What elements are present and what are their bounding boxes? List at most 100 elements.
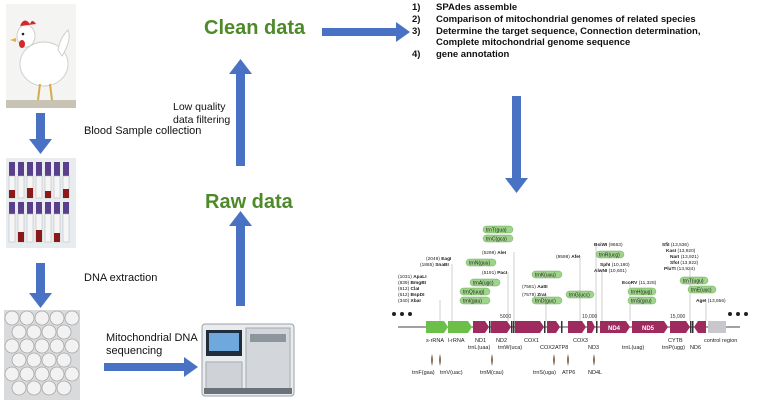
blood-tubes-photo bbox=[6, 158, 76, 248]
svg-text:(9598) AfeI: (9598) AfeI bbox=[556, 254, 581, 260]
site-pos: (5298) bbox=[482, 250, 496, 256]
gene-cox2 bbox=[547, 321, 560, 333]
step-item: 3) Determine the target sequence, Connec… bbox=[412, 26, 742, 48]
svg-text:AlwNI (10,601): AlwNI (10,601) bbox=[594, 268, 627, 274]
gene-cox1 bbox=[515, 321, 544, 333]
dna-extraction-label: DNA extraction bbox=[84, 272, 158, 284]
gene-nd3 bbox=[587, 321, 595, 333]
trna-pill: trnN(guu) bbox=[469, 261, 490, 267]
svg-text:KasI (13,920): KasI (13,920) bbox=[666, 248, 696, 254]
svg-text:(612) BspDI: (612) BspDI bbox=[398, 292, 425, 298]
gene-label: trnL(uaa) bbox=[468, 345, 490, 351]
trna-pill: trnI(gau) bbox=[463, 299, 482, 305]
svg-text:SfoI (13,922): SfoI (13,922) bbox=[670, 260, 699, 266]
gene-label: s-rRNA bbox=[426, 338, 444, 344]
gene-label: ND6 bbox=[690, 345, 701, 351]
gene-control-region bbox=[708, 321, 726, 333]
svg-text:SfiI (13,536): SfiI (13,536) bbox=[662, 242, 689, 248]
step-number: 1) bbox=[412, 2, 421, 13]
site-pos: (13,920) bbox=[677, 248, 695, 254]
clean-data-title: Clean data bbox=[204, 17, 306, 39]
site-pos: (7579) bbox=[522, 292, 536, 298]
site-pos: (9663) bbox=[609, 242, 623, 248]
step-item: 1) SPAdes assemble bbox=[412, 2, 742, 13]
site-pos: (13,922) bbox=[680, 260, 698, 266]
site-name: AatII bbox=[537, 284, 548, 290]
gene-nd1 bbox=[473, 321, 489, 333]
trna-pill: trnR(ucg) bbox=[599, 253, 620, 259]
step-text: gene annotation bbox=[436, 49, 510, 60]
gene-label: ATP8 bbox=[555, 345, 568, 351]
step-text: SPAdes assemble bbox=[436, 2, 518, 13]
scale-tick: 10,000 bbox=[582, 314, 598, 320]
gene-label: ND3 bbox=[588, 345, 599, 351]
step-text: Determine the target sequence, Connectio… bbox=[436, 26, 701, 48]
trna-pill: trnA(ugc) bbox=[473, 281, 494, 287]
site-name: AlwNI bbox=[594, 268, 608, 274]
tubes-rack-photo bbox=[4, 310, 80, 400]
gene-l-rrna bbox=[448, 321, 472, 333]
gene-s-rrna bbox=[426, 321, 448, 333]
gene-label: trnW(uca) bbox=[498, 345, 522, 351]
svg-text:EcoRV (11,328): EcoRV (11,328) bbox=[622, 280, 657, 286]
site-name: ApaLI bbox=[413, 274, 427, 280]
arrow-tubes-to-rack bbox=[29, 263, 52, 308]
site-pos: (612) bbox=[398, 292, 410, 298]
trna-pill: trnH(gug) bbox=[631, 290, 652, 296]
trna-bottom-label: ND4L bbox=[588, 370, 602, 376]
site-pos: (1031) bbox=[398, 274, 412, 280]
mito-seq-line1: Mitochondrial DNA bbox=[106, 332, 198, 344]
arrow-raw-to-clean bbox=[229, 59, 252, 166]
svg-text:(1885) SnaBI: (1885) SnaBI bbox=[420, 262, 449, 268]
site-name: AfeI bbox=[571, 254, 581, 260]
trna-bottom-label: trnV(uac) bbox=[440, 370, 463, 376]
svg-text:AgeI (13,656): AgeI (13,656) bbox=[696, 298, 726, 304]
trna-pill: trnG(ucc) bbox=[569, 293, 590, 299]
site-pos: (11,328) bbox=[639, 280, 657, 286]
step-item: 4) gene annotation bbox=[412, 49, 742, 60]
svg-text:(5298) AleI: (5298) AleI bbox=[482, 250, 507, 256]
gene-cox3 bbox=[568, 321, 586, 333]
site-pos: (13,924) bbox=[677, 266, 695, 272]
gene-label: COX3 bbox=[573, 338, 588, 344]
gene-nd5 bbox=[632, 321, 668, 333]
step-item: 2) Comparison of mitochondrial genomes o… bbox=[412, 14, 742, 25]
gene-label-nd5: ND5 bbox=[642, 326, 655, 332]
ellipsis-left-icon bbox=[392, 312, 412, 316]
gene-cytb bbox=[670, 321, 690, 333]
svg-text:(7581) AatII: (7581) AatII bbox=[522, 284, 548, 290]
gene-label: l-rRNA bbox=[448, 338, 465, 344]
site-name: KasI bbox=[666, 248, 677, 254]
genome-map: 5000 10,000 15,000 ND4 ND5 s-rRNA l-rRNA… bbox=[392, 225, 748, 376]
svg-text:(5191) PacI: (5191) PacI bbox=[482, 270, 508, 276]
trna-bottom-label: trnF(gaa) bbox=[412, 370, 435, 376]
sequencer-photo bbox=[200, 318, 300, 398]
chicken-photo bbox=[6, 4, 76, 108]
arrow-clean-to-steps bbox=[322, 22, 410, 42]
site-pos: (13,656) bbox=[708, 298, 726, 304]
svg-text:BsiWI (9663): BsiWI (9663) bbox=[594, 242, 623, 248]
svg-text:(2049) EagI: (2049) EagI bbox=[426, 256, 452, 262]
site-name: SnaBI bbox=[435, 262, 449, 268]
scale-tick: 5000 bbox=[500, 314, 511, 320]
blood-sample-label: Blood Sample collection bbox=[84, 125, 202, 137]
svg-text:(839) BmgBI: (839) BmgBI bbox=[398, 280, 427, 286]
gene-label: CYTB bbox=[668, 338, 683, 344]
trna-bottom-label: trnS(uga) bbox=[533, 370, 556, 376]
gene-label: COX1 bbox=[524, 338, 539, 344]
site-pos: (9598) bbox=[556, 254, 570, 260]
svg-text:PluTI (13,924): PluTI (13,924) bbox=[664, 266, 695, 272]
site-name: BspDI bbox=[411, 292, 426, 298]
trna-pill: trnD(guc) bbox=[535, 299, 556, 305]
svg-text:(1031) ApaLI: (1031) ApaLI bbox=[398, 274, 427, 280]
site-pos: (2049) bbox=[426, 256, 440, 262]
site-pos: (839) bbox=[398, 280, 410, 286]
mito-seq-label: Mitochondrial DNA sequencing bbox=[106, 332, 198, 358]
site-name: SphI bbox=[600, 262, 611, 268]
gene-label-nd4: ND4 bbox=[608, 326, 621, 332]
site-pos: (340) bbox=[398, 298, 410, 304]
site-name: AgeI bbox=[696, 298, 707, 304]
site-name: SfiI bbox=[662, 242, 670, 248]
gene-label: ND1 bbox=[475, 338, 486, 344]
site-name: NarI bbox=[670, 254, 680, 260]
